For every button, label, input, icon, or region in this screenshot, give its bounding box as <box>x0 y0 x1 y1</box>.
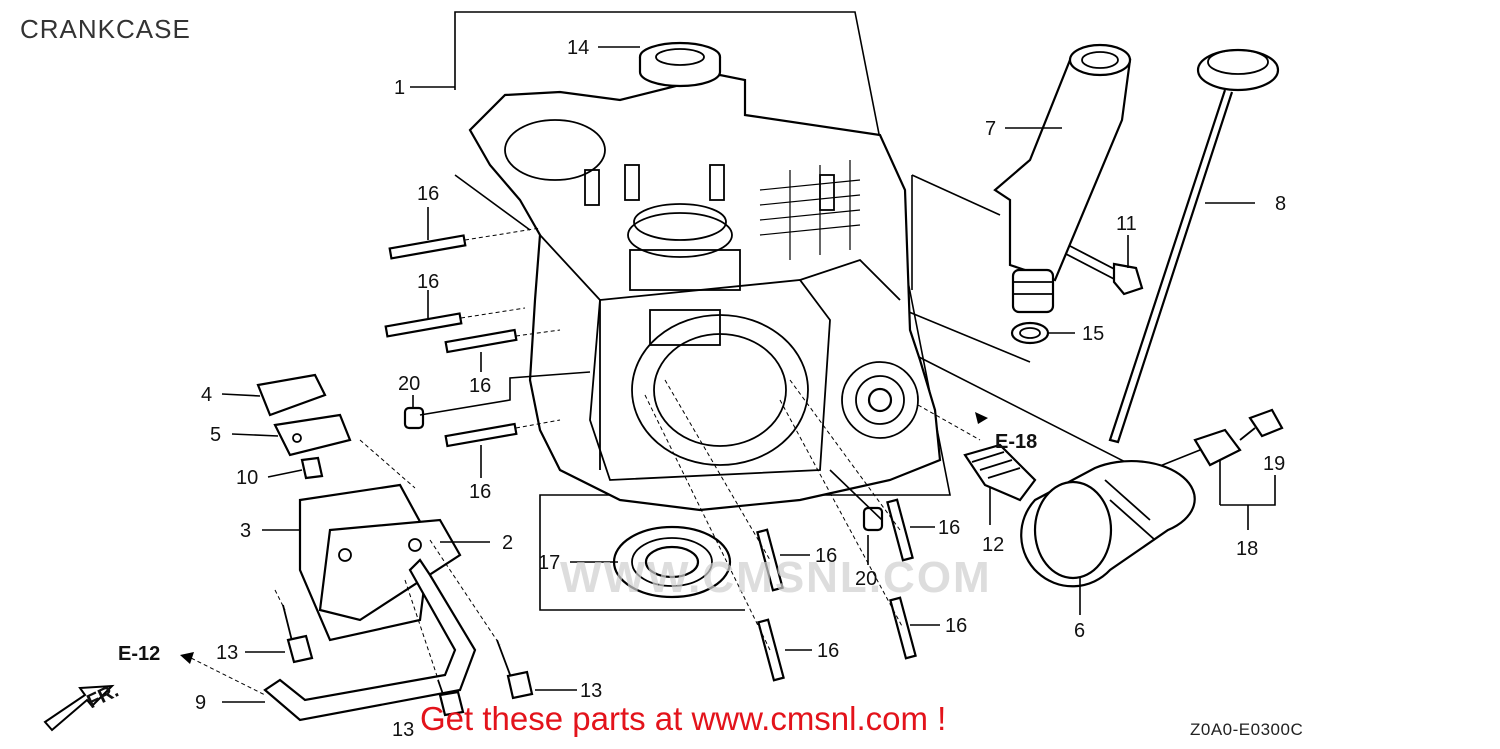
callout-1: 1 <box>394 77 405 99</box>
bolts-13 <box>282 604 534 717</box>
callout-19: 19 <box>1263 453 1285 475</box>
dowel-pins-20 <box>403 406 884 532</box>
callout-16-a: 16 <box>417 183 439 205</box>
diagram-code: Z0A0-E0300C <box>1190 720 1304 739</box>
washer-15 <box>1010 321 1050 345</box>
callout-3: 3 <box>240 520 251 542</box>
callout-10: 10 <box>236 467 258 489</box>
callout-16-c: 16 <box>469 375 491 397</box>
callout-16-b: 16 <box>417 271 439 293</box>
front-arrow-icon <box>43 684 115 732</box>
reference-e12: E-12 <box>118 643 160 665</box>
threaded-fitting <box>963 443 1037 502</box>
callout-8: 8 <box>1275 193 1286 215</box>
breather-bracket <box>298 483 462 642</box>
callout-5: 5 <box>210 424 221 446</box>
callout-12: 12 <box>982 534 1004 556</box>
reference-arrows <box>43 412 988 732</box>
callout-17: 17 <box>538 552 560 574</box>
oil-filler-tube <box>993 43 1132 314</box>
reference-dashes <box>184 227 981 696</box>
watermark: WWW.CMSNL.COM <box>560 553 992 602</box>
callout-16-h: 16 <box>945 615 967 637</box>
oil-filter <box>1020 459 1196 588</box>
crankcase-body <box>468 73 942 512</box>
bearing <box>612 525 732 599</box>
callout-11: 11 <box>1116 213 1137 235</box>
oil-seal <box>638 41 722 88</box>
callout-13-c: 13 <box>392 719 414 741</box>
callout-16-g: 16 <box>938 517 960 539</box>
dipstick <box>1108 48 1280 444</box>
cover-plates <box>256 373 352 480</box>
callout-2: 2 <box>502 532 513 554</box>
oil-pressure-switch <box>1193 408 1284 467</box>
callout-4: 4 <box>201 384 212 406</box>
callout-7: 7 <box>985 118 996 140</box>
front-label: FR. <box>84 680 122 714</box>
callout-20-a: 20 <box>398 373 420 395</box>
callout-20-b: 20 <box>855 568 877 590</box>
page-title: CRANKCASE <box>20 14 191 44</box>
callout-6: 6 <box>1074 620 1085 642</box>
callout-16-d: 16 <box>469 481 491 503</box>
callout-13-b: 13 <box>580 680 602 702</box>
breather-hose <box>263 558 477 722</box>
callout-labels: 1 14 7 8 11 15 16 16 16 16 20 4 5 10 3 2… <box>84 37 1286 741</box>
bolt-11 <box>1065 245 1144 296</box>
callout-18: 18 <box>1236 538 1258 560</box>
callout-9: 9 <box>195 692 206 714</box>
callout-16-e: 16 <box>815 545 837 567</box>
studs-16 <box>384 234 917 682</box>
callout-15: 15 <box>1082 323 1104 345</box>
callout-13-a: 13 <box>216 642 238 664</box>
callout-14: 14 <box>567 37 589 59</box>
footer-link[interactable]: Get these parts at www.cmsnl.com ! <box>420 700 947 737</box>
leader-lines <box>221 46 1276 703</box>
callout-16-f: 16 <box>817 640 839 662</box>
reference-e18: E-18 <box>995 431 1037 453</box>
